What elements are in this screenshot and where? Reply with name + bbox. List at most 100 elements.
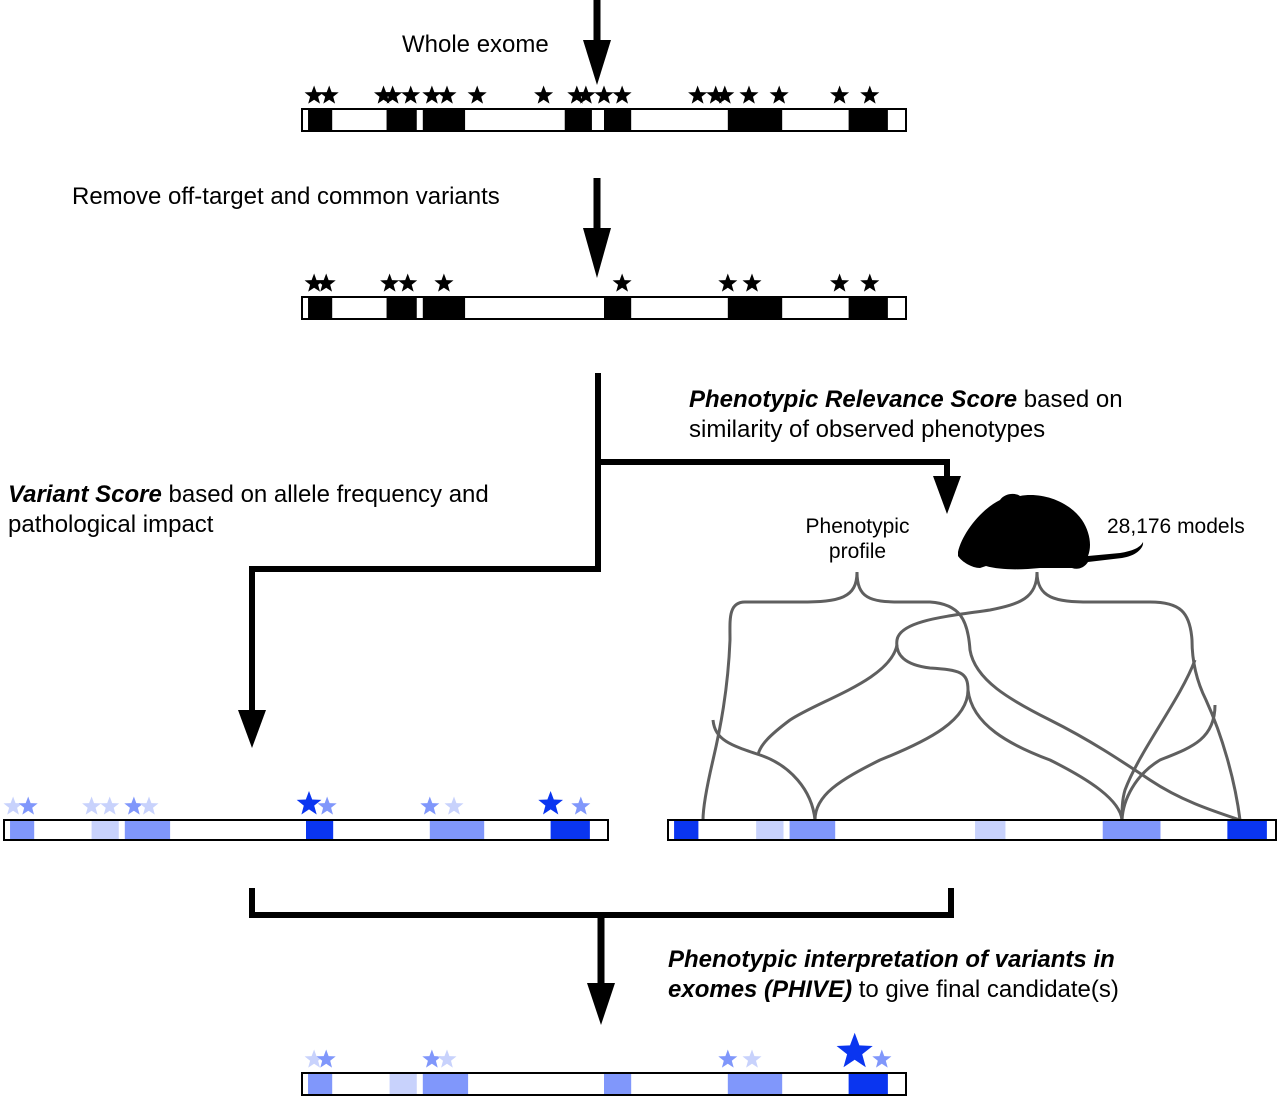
star-icon — [571, 796, 591, 815]
tree-branch — [1120, 659, 1197, 821]
track-outline — [301, 1072, 907, 1096]
track-variant-score — [3, 791, 609, 841]
star-icon — [830, 273, 850, 292]
exon-block — [604, 1073, 632, 1095]
star-icon — [434, 273, 454, 292]
track-outline — [301, 108, 907, 132]
mouse-silhouette-icon — [958, 493, 1144, 570]
star-icon — [444, 796, 464, 815]
phenotypic-profile-line1: Phenotypic — [805, 515, 910, 538]
phenotypic-profile-line2: profile — [828, 540, 887, 563]
variant-score-description-line2: pathological impact — [8, 511, 214, 538]
star-icon — [437, 85, 457, 104]
phenotypic-relevance-score-label: Phenotypic Relevance Score based on simi… — [689, 385, 1123, 445]
exon-block — [308, 109, 333, 131]
star-icon — [401, 85, 421, 104]
star-icon — [437, 1049, 457, 1068]
exon-block — [550, 820, 590, 840]
exon-block — [1102, 820, 1161, 840]
track-outline — [3, 819, 609, 841]
star-icon — [82, 796, 102, 815]
exon-block — [756, 820, 784, 840]
star-icon — [139, 796, 159, 815]
exon-block — [306, 820, 334, 840]
phenotypic-profile-label: Phenotypic profile — [790, 514, 925, 564]
prs-description: based on — [1017, 386, 1123, 413]
star-icon — [706, 85, 726, 104]
split-connector — [249, 373, 950, 712]
tree-branch — [855, 571, 1241, 822]
star-icon — [742, 273, 762, 292]
exon-block — [124, 820, 171, 840]
exon-block — [848, 297, 888, 319]
track-outline — [667, 819, 1277, 841]
merge-connector — [249, 888, 954, 985]
exon-block — [604, 109, 632, 131]
track-phenotype-score — [667, 819, 1277, 841]
star-icon — [860, 85, 880, 104]
phive-description: to give final candidate(s) — [852, 976, 1119, 1003]
tree-branch — [756, 644, 899, 756]
track-phive — [301, 1032, 907, 1096]
star-icon — [398, 273, 418, 292]
phenotypic-relevance-score-title: Phenotypic Relevance Score — [689, 386, 1018, 413]
star-icon — [612, 273, 632, 292]
phive-title-line1: Phenotypic interpretation of variants in — [668, 946, 1115, 973]
prs-description-line2: similarity of observed phenotypes — [689, 416, 1046, 443]
exon-block — [308, 297, 333, 319]
exon-block — [848, 109, 888, 131]
arrow-down-icon — [238, 710, 266, 748]
tree-branch — [1035, 571, 1242, 821]
star-icon — [316, 1049, 336, 1068]
exon-block — [604, 297, 632, 319]
phive-label: Phenotypic interpretation of variants in… — [668, 945, 1119, 1005]
star-icon — [830, 85, 850, 104]
track-whole-exome — [301, 85, 907, 132]
star-icon — [576, 85, 596, 104]
star-icon — [567, 85, 587, 104]
tree-branch — [966, 689, 1124, 821]
variant-score-label: Variant Score based on allele frequency … — [8, 480, 489, 540]
tree-branch — [813, 689, 970, 821]
exon-block — [10, 820, 35, 840]
star-icon — [688, 85, 708, 104]
exon-block — [422, 109, 466, 131]
star-icon — [769, 85, 789, 104]
models-count-label: 28,176 models — [1107, 515, 1245, 538]
exon-block — [308, 1073, 333, 1095]
star-icon — [383, 85, 403, 104]
exon-block — [727, 1073, 783, 1095]
star-icon — [296, 791, 322, 815]
track-filtered — [301, 273, 907, 320]
star-icon — [422, 85, 442, 104]
star-icon — [594, 85, 614, 104]
star-icon — [304, 273, 324, 292]
flow-arrows — [238, 0, 961, 1025]
star-icon — [317, 796, 337, 815]
tree-branch — [711, 719, 817, 821]
star-icon — [742, 1049, 762, 1068]
star-icon — [718, 1049, 738, 1068]
exon-block — [975, 820, 1006, 840]
phive-title-line2: exomes (PHIVE) — [668, 976, 853, 1003]
tree-branch — [701, 571, 859, 821]
exome-tracks — [3, 85, 1277, 1096]
exon-block — [91, 820, 119, 840]
exon-block — [389, 1073, 417, 1095]
exon-block — [789, 820, 836, 840]
star-icon — [739, 85, 759, 104]
remove-variants-label: Remove off-target and common variants — [72, 183, 500, 210]
whole-exome-label: Whole exome — [402, 31, 549, 58]
star-icon — [100, 796, 120, 815]
star-icon — [304, 85, 324, 104]
star-icon — [422, 1049, 442, 1068]
exon-block — [422, 1073, 469, 1095]
star-icon — [316, 273, 336, 292]
exon-block — [848, 1073, 888, 1095]
arrow-down-icon — [583, 0, 611, 85]
star-icon — [872, 1049, 892, 1068]
arrow-down-icon — [587, 983, 615, 1025]
star-icon — [304, 1049, 324, 1068]
star-icon — [319, 85, 339, 104]
